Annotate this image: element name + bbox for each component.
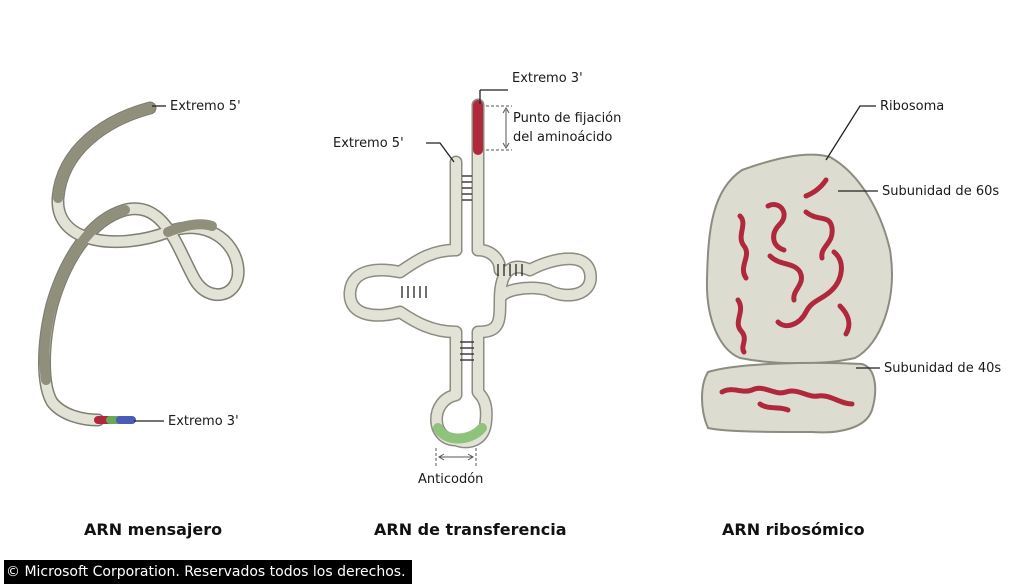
trna-binding-line2: del aminoácido [513, 130, 612, 145]
mrna-title: ARN mensajero [84, 520, 222, 539]
ribosome-label: Ribosoma [880, 99, 944, 114]
small-subunit [702, 363, 875, 432]
binding-site-bracket [486, 106, 512, 150]
mrna-ribbon [44, 108, 238, 420]
trna-binding-line1: Punto de fijación [513, 111, 621, 126]
rrna-title: ARN ribosómico [722, 520, 865, 539]
small-subunit-label: Subunidad de 40s [884, 361, 1001, 376]
mrna-label-5: Extremo 5' [170, 99, 241, 114]
trna-label-5: Extremo 5' [333, 136, 404, 151]
mrna-label-3: Extremo 3' [168, 414, 239, 429]
trna-title: ARN de transferencia [374, 520, 567, 539]
anticodon-bracket [436, 448, 476, 466]
trna-label-3: Extremo 3' [512, 71, 583, 86]
large-subunit-label: Subunidad de 60s [882, 184, 999, 199]
trna-cloverleaf [350, 105, 591, 442]
ribosome-leader [826, 106, 876, 160]
trna-5-leader [426, 143, 454, 162]
copyright-notice: © Microsoft Corporation. Reservados todo… [4, 560, 412, 584]
ribosome [702, 155, 892, 433]
large-subunit [707, 155, 892, 364]
trna-anticodon-green [438, 428, 482, 439]
trna-anticodon-label: Anticodón [418, 472, 483, 487]
